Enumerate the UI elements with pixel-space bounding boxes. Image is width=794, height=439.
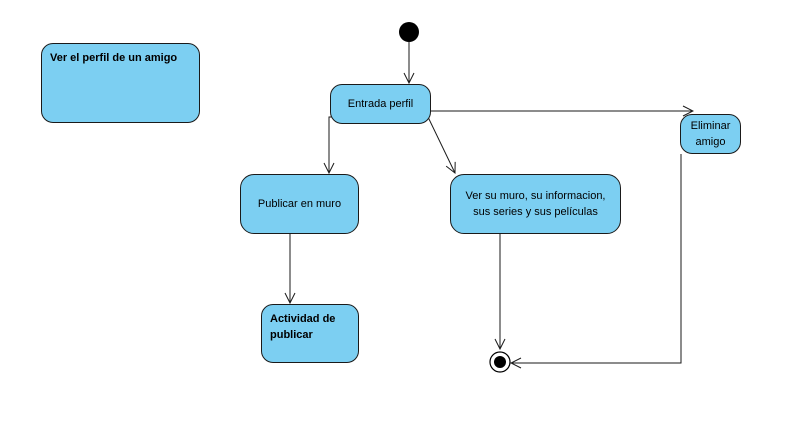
action-label: Eliminar amigo	[690, 120, 731, 148]
edge-eliminar-to-final	[511, 154, 682, 363]
diagram-title: Ver el perfil de un amigo	[50, 52, 178, 64]
action-label: Ver su muro, su informacion, sus series …	[465, 190, 606, 218]
action-label: Actividad de publicar	[270, 313, 336, 341]
action-publicar-en-muro[interactable]: Publicar en muro	[240, 174, 359, 234]
action-ver-su-muro[interactable]: Ver su muro, su informacion, sus series …	[450, 174, 621, 234]
action-label: Publicar en muro	[257, 198, 342, 210]
initial-node	[399, 22, 419, 42]
diagram-title-frame: Ver el perfil de un amigo	[41, 43, 200, 123]
action-eliminar-amigo[interactable]: Eliminar amigo	[680, 114, 741, 154]
action-label: Entrada perfil	[347, 98, 414, 110]
action-actividad-de-publicar[interactable]: Actividad de publicar	[261, 304, 359, 363]
edge-entrada-to-publicar	[329, 116, 337, 173]
edge-entrada-to-ver	[427, 116, 455, 173]
final-node	[489, 351, 511, 373]
action-entrada-perfil[interactable]: Entrada perfil	[330, 84, 431, 124]
